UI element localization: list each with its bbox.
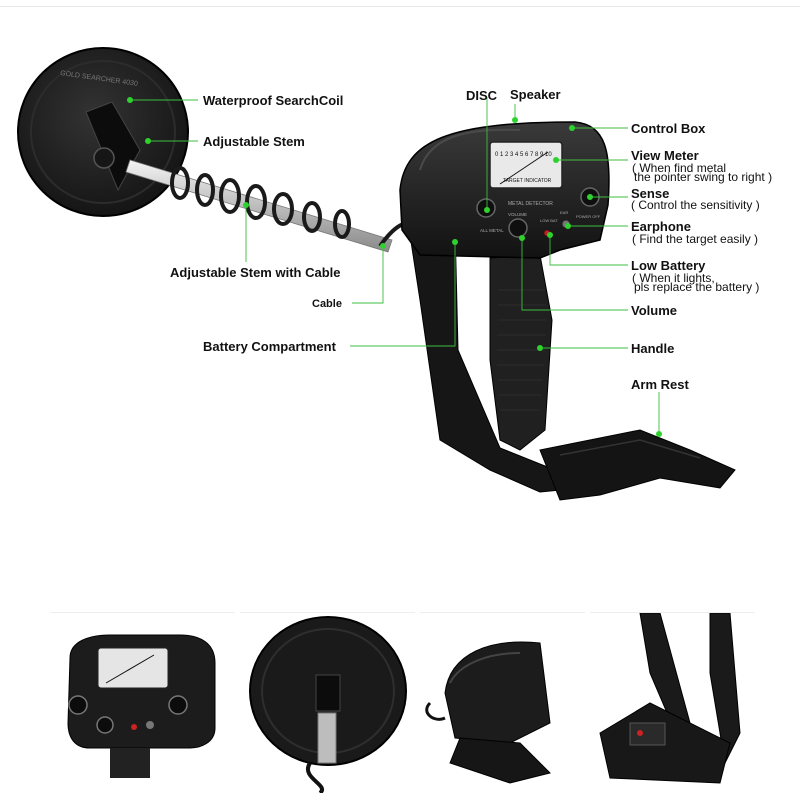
callout-dots	[127, 97, 662, 437]
callout-dot-icon	[537, 345, 543, 351]
brand-text: METAL DETECTOR	[508, 201, 553, 207]
power-off-text: POWER OFF	[576, 214, 601, 219]
note-low-battery-1: ( When it lights,	[632, 271, 715, 285]
detail-panel-battery	[590, 612, 755, 793]
callout-dot-icon	[484, 207, 490, 213]
note-sense: ( Control the sensitivity )	[631, 198, 760, 212]
label-handle: Handle	[631, 341, 675, 356]
stem-shaft	[125, 159, 393, 253]
callout-dot-icon	[547, 232, 553, 238]
callout-lines	[130, 97, 660, 434]
detector-frame	[409, 224, 736, 501]
label-speaker: Speaker	[510, 87, 561, 102]
callout-dot-icon	[127, 97, 133, 103]
label-arm-rest: Arm Rest	[631, 377, 689, 392]
callout-dot-icon	[569, 125, 575, 131]
label-volume: Volume	[631, 303, 677, 318]
label-control-box: Control Box	[631, 121, 706, 136]
detail-panel-control-box	[50, 612, 235, 793]
callout-dot-icon	[565, 223, 571, 229]
label-sense: Sense	[631, 186, 670, 201]
label-low-battery: Low Battery	[631, 258, 706, 273]
label-disc: DISC	[466, 88, 498, 103]
label-cable: Cable	[312, 298, 342, 310]
callout-dot-icon	[380, 243, 386, 249]
search-coil: GOLD SEARCHER 4030	[17, 47, 189, 217]
note-view-meter-1: ( When find metal	[632, 161, 727, 175]
note-view-meter-2: the pointer swing to right )	[634, 170, 773, 184]
label-earphone: Earphone	[631, 219, 691, 234]
all-metal-text: ALL METAL	[480, 228, 504, 233]
label-view-meter: View Meter	[631, 148, 699, 163]
meter-scale: 0 1 2 3 4 5 6 7 8 9 10	[495, 152, 552, 158]
volume-knob-text: VOLUME	[508, 212, 527, 217]
label-stem-with-cable: Adjustable Stem with Cable	[170, 265, 341, 280]
note-low-battery-2: pls replace the battery )	[634, 280, 760, 294]
detail-panel-search-coil	[240, 612, 415, 793]
label-battery-compartment: Battery Compartment	[203, 339, 336, 354]
callout-dot-icon	[243, 202, 249, 208]
callout-dot-icon	[145, 138, 151, 144]
low-bat-text: LOW BAT	[540, 218, 558, 223]
label-searchcoil: Waterproof SearchCoil	[203, 93, 344, 108]
coiled-cable	[170, 166, 420, 248]
callout-dot-icon	[587, 194, 593, 200]
callout-dot-icon	[512, 117, 518, 123]
callout-dot-icon	[519, 235, 525, 241]
meter-caption: TARGET INDICATOR	[503, 178, 552, 184]
ear-text: EAR	[560, 210, 568, 215]
label-adjustable-stem: Adjustable Stem	[203, 134, 305, 149]
top-border	[0, 6, 800, 7]
note-earphone: ( Find the target easily )	[632, 232, 759, 246]
detail-panel-side-view	[420, 612, 585, 793]
callout-dot-icon	[656, 431, 662, 437]
callout-dot-icon	[553, 157, 559, 163]
callout-dot-icon	[452, 239, 458, 245]
control-box: 0 1 2 3 4 5 6 7 8 9 10 TARGET INDICATOR …	[399, 121, 610, 259]
